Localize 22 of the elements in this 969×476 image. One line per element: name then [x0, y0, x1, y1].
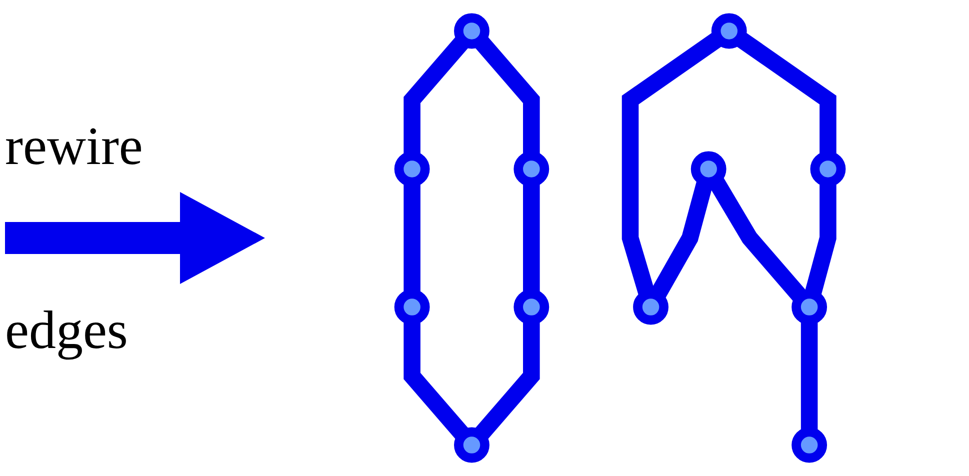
connector: [404, 320, 470, 441]
connector: [474, 35, 540, 156]
node-circle: [454, 13, 490, 49]
connector: [800, 320, 818, 432]
node-circle: [514, 289, 550, 325]
connector: [474, 320, 540, 441]
connector: [804, 182, 836, 297]
connector: [735, 32, 836, 156]
connector: [404, 182, 420, 294]
node-circle: [792, 289, 828, 325]
node-circle: [711, 13, 747, 49]
node-circle: [454, 427, 490, 463]
node-circle: [514, 151, 550, 187]
connector: [622, 32, 724, 297]
connector: [523, 182, 540, 294]
node-circle: [810, 151, 846, 187]
arrow-caption: edges: [5, 299, 128, 362]
node-circle: [394, 151, 430, 187]
connector: [404, 35, 470, 156]
node-circle: [792, 427, 828, 463]
arrow-caption: rewire: [5, 115, 143, 178]
node-circle: [394, 289, 430, 325]
